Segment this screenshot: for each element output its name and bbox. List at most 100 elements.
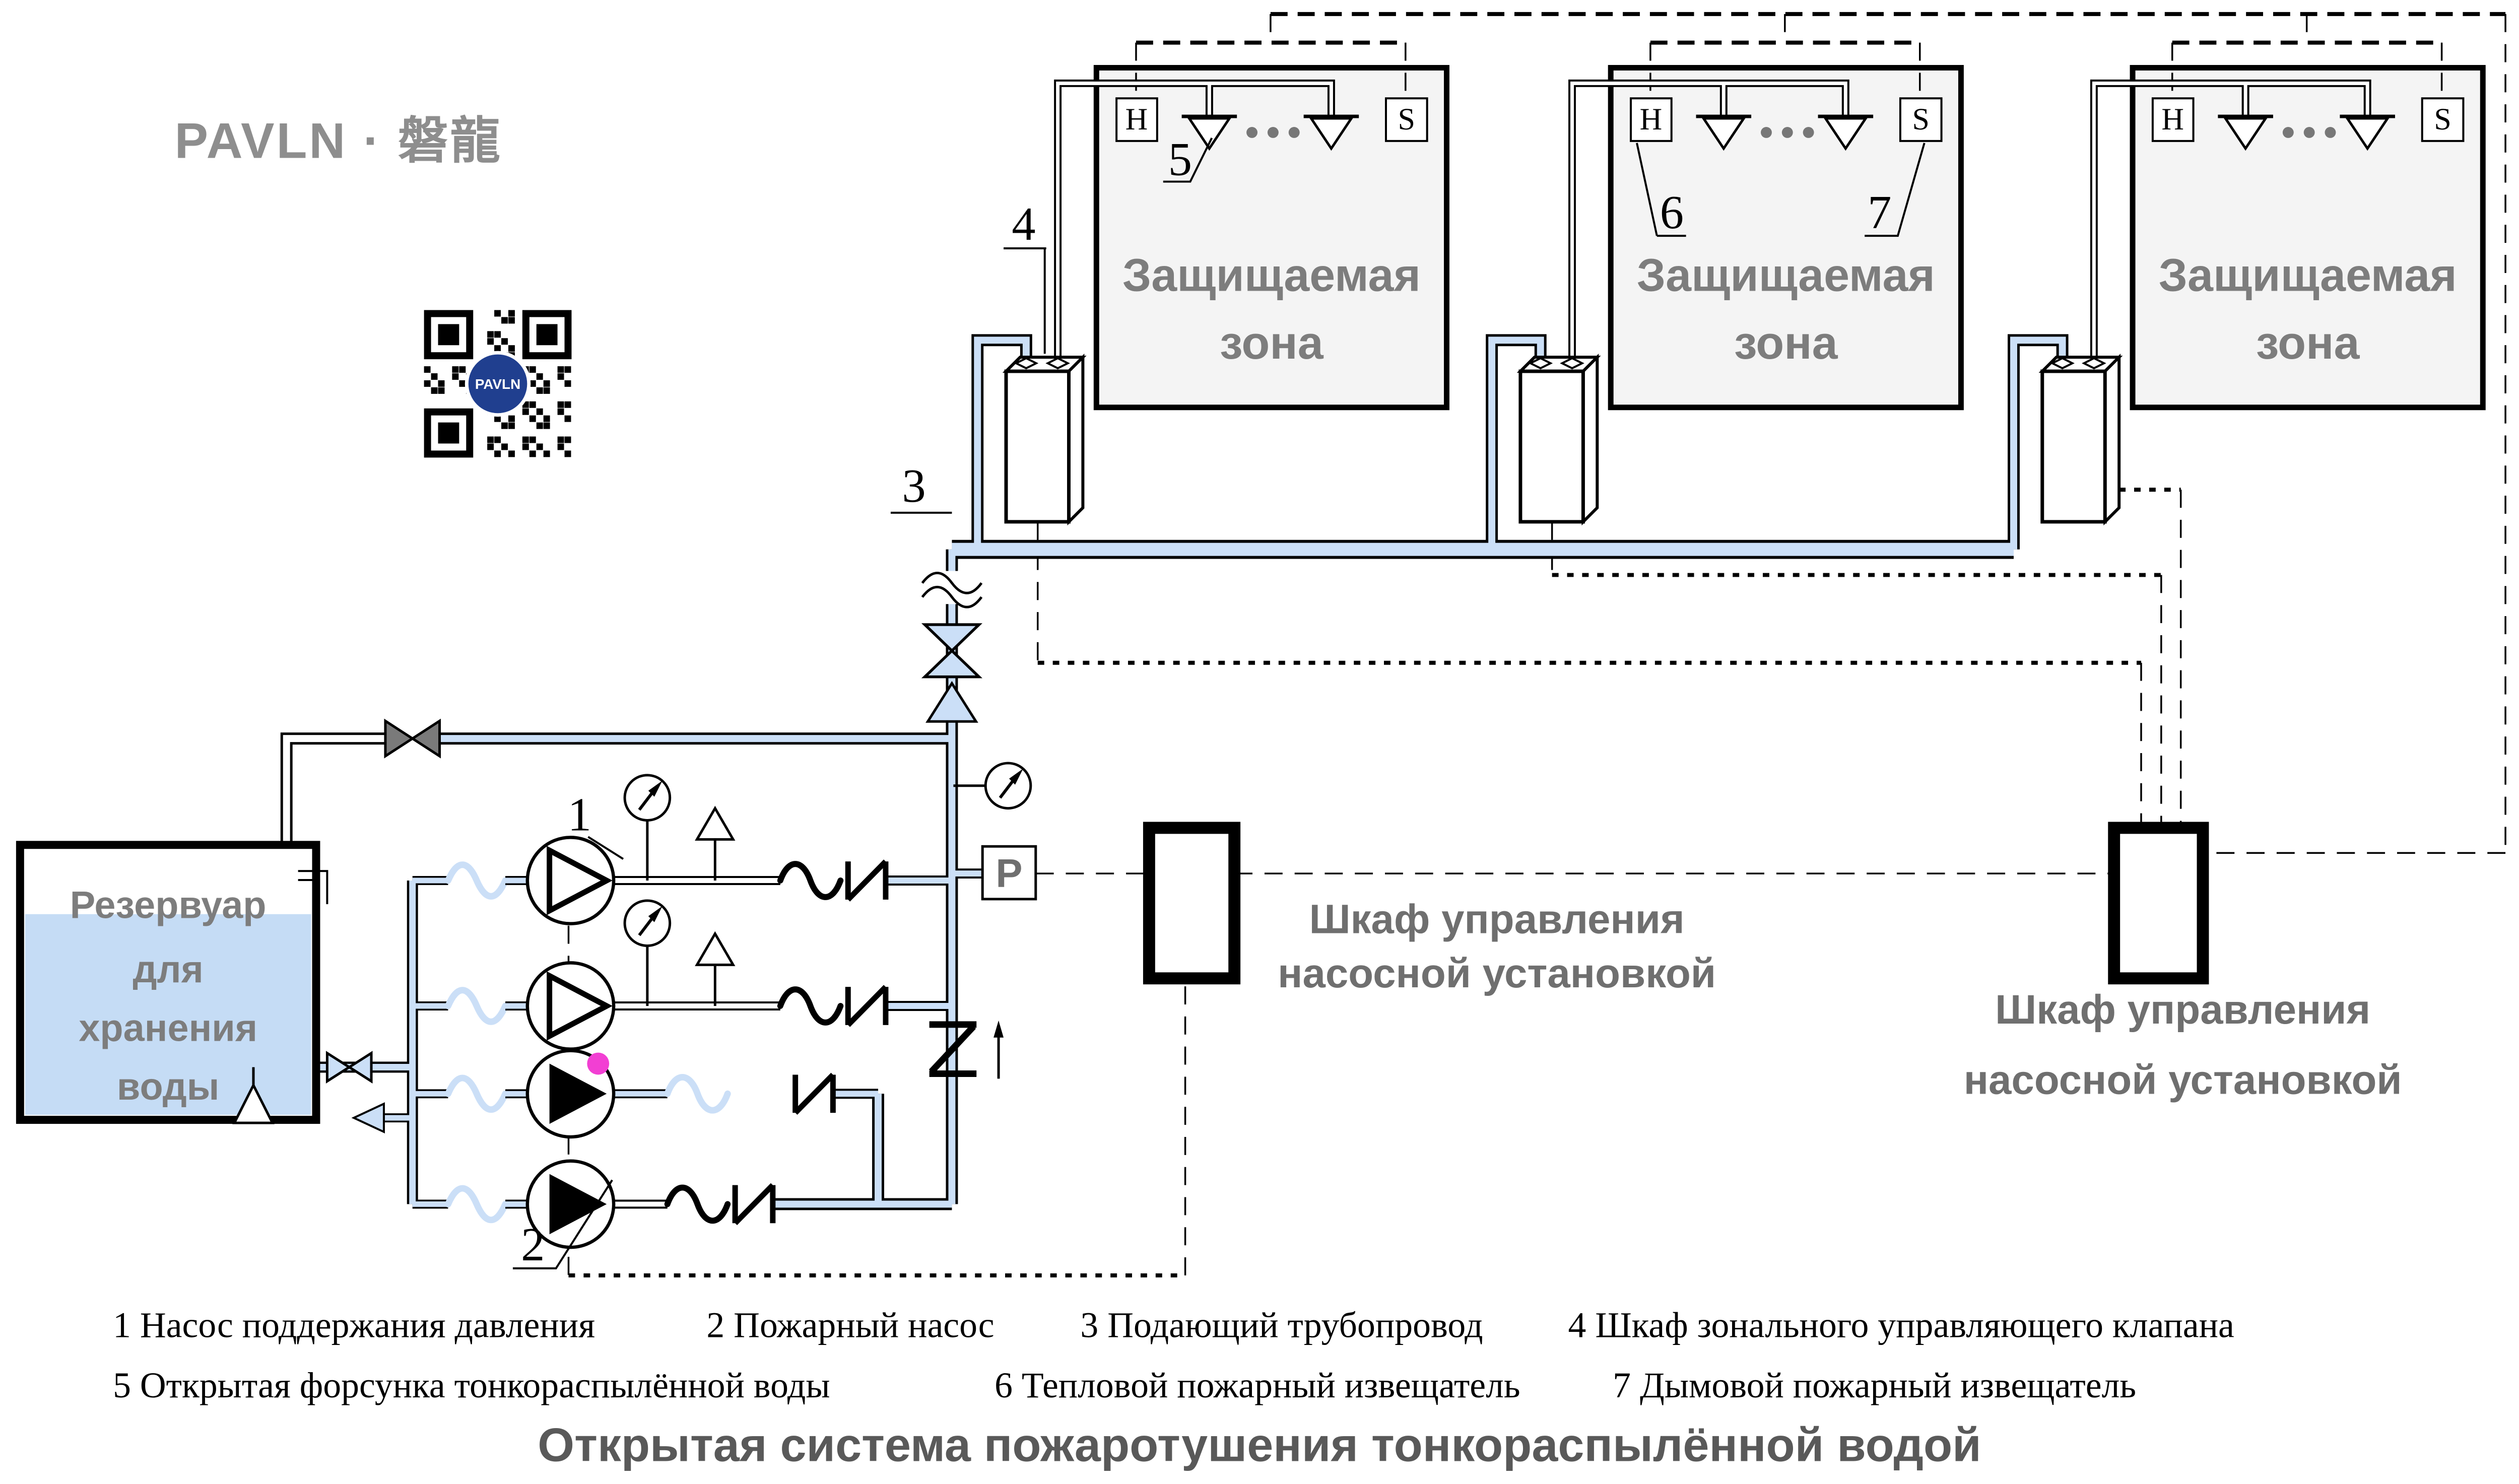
jockey-pump-2	[525, 961, 616, 1051]
butterfly-valve-icon	[921, 623, 983, 679]
smoke-detector-box-3	[2421, 97, 2465, 142]
ellipsis-dot	[2303, 126, 2315, 138]
check-valve-4	[664, 1183, 776, 1226]
pipe-break-icon	[921, 571, 983, 609]
diagram-title: Открытая система пожаротушения тонкорасп…	[538, 1418, 1981, 1471]
pump-1-gauge-icon	[623, 774, 672, 822]
zone-caption-line2: зона	[2256, 317, 2360, 369]
smoke-detector-box-1	[1385, 97, 1428, 142]
suction-strainer-icon	[232, 1082, 275, 1124]
reservoir-label-4: воды	[117, 1065, 219, 1108]
zone-valve-cabinet-3	[2038, 353, 2123, 526]
zone-valve-cabinet-2	[1516, 353, 1601, 526]
legend-item: 3 Подающий трубопровод	[1080, 1305, 1483, 1345]
water-reservoir	[16, 841, 328, 1124]
smoke-detector-box-2	[1899, 97, 1943, 142]
flex-hose-icon	[664, 1074, 731, 1114]
heat-detector-letter: H	[1640, 102, 1663, 137]
zone-caption-line1: Защищаемая	[1637, 250, 1935, 301]
equipment-symbol-layer: PAVLN	[16, 97, 2465, 1249]
smoke-detector-letter: S	[2434, 102, 2451, 137]
pump-2-gauge-icon	[623, 899, 672, 947]
pressure-switch-letter: P	[996, 851, 1022, 896]
check-valve-3	[792, 1072, 836, 1115]
pump-control-cabinet-left	[1143, 822, 1241, 985]
callout-2-leader	[512, 1179, 613, 1269]
smoke-detector-letter: S	[1912, 102, 1930, 137]
legend-item: 2 Пожарный насос	[706, 1305, 994, 1345]
control-wiring-layer	[567, 12, 2506, 1277]
pipe-core	[1056, 81, 1333, 360]
flow-direction-arrow-icon	[925, 681, 978, 723]
callout-2: 2	[521, 1219, 545, 1271]
zone-valve-cabinet-1	[1002, 353, 1087, 526]
inlet-hook-pipe	[298, 870, 328, 904]
callout-7: 7	[1868, 186, 1891, 239]
ellipsis-dot	[1246, 126, 1258, 138]
callout-1: 1	[568, 788, 591, 841]
test-drain-valve-icon	[929, 1020, 1004, 1079]
pressure-switch-box	[981, 845, 1037, 901]
brand-logo: PAVLN · 磐龍	[175, 113, 502, 169]
pipe-core	[1488, 336, 1544, 550]
mist-nozzle-icon	[2340, 114, 2395, 151]
smoke-detector-letter: S	[1398, 102, 1415, 137]
callout-4-leader	[1004, 247, 1046, 354]
suction-gate-valve-icon	[325, 1051, 373, 1084]
legend-item: 6 Тепловой пожарный извещатель	[995, 1365, 1520, 1405]
callout-4: 4	[1012, 198, 1035, 250]
callout-6-leader	[1636, 143, 1686, 237]
jockey-pump-1	[525, 836, 616, 925]
right-cabinet-caption-2: насосной установкой	[1964, 1057, 2402, 1103]
collector-pressure-gauge-icon	[984, 762, 1032, 810]
callout-5: 5	[1168, 133, 1192, 186]
pipe-core	[2092, 81, 2369, 360]
callout-7-leader	[1865, 143, 1926, 237]
right-cabinet-caption-1: Шкаф управления	[1995, 987, 2370, 1033]
test-line-gate-valve-icon	[384, 718, 441, 759]
mist-nozzle-icon	[1818, 114, 1874, 151]
ellipsis-dot	[2282, 126, 2294, 138]
flex-hose-icon	[444, 987, 509, 1025]
pipe-core	[974, 336, 1030, 550]
reservoir-label-1: Резервуар	[70, 884, 267, 927]
ellipsis-dot	[1267, 126, 1279, 138]
zone-caption-line1: Защищаемая	[2159, 250, 2457, 301]
left-cabinet-caption-2: насосной установкой	[1278, 951, 1716, 996]
left-cabinet-caption-1: Шкаф управления	[1309, 897, 1685, 942]
reservoir-label-3: хранения	[79, 1007, 257, 1050]
water-fill	[25, 914, 311, 1115]
fire-pump-4	[525, 1159, 616, 1249]
legend-item: 1 Насос поддержания давления	[113, 1305, 595, 1345]
heat-detector-letter: H	[2161, 102, 2184, 137]
pipe-core	[2010, 336, 2066, 550]
legend-item: 5 Открытая форсунка тонкораспылённой вод…	[113, 1365, 830, 1405]
ellipsis-dot	[1781, 126, 1793, 138]
heat-detector-letter: H	[1125, 102, 1148, 137]
check-valve-1	[777, 859, 889, 902]
pump-2-air-vent-icon	[695, 931, 736, 1006]
callout-5-leader	[1163, 138, 1213, 183]
flex-hose-icon	[444, 861, 509, 900]
qr-center-logo	[465, 351, 531, 417]
legend-item: 4 Шкаф зонального управляющего клапана	[1568, 1305, 2234, 1345]
qr-center-label: PAVLN	[475, 376, 520, 392]
heat-detector-box-2	[1630, 97, 1673, 142]
pump-control-cabinet-right	[2108, 822, 2209, 985]
flex-hose-icon	[444, 1074, 509, 1113]
status-indicator-dot	[587, 1052, 610, 1075]
ellipsis-dot	[1288, 126, 1300, 138]
reservoir-label-2: для	[133, 948, 204, 991]
zone-caption-line2: зона	[1220, 317, 1324, 369]
drain-arrow-icon	[351, 1102, 385, 1134]
pipe-core	[283, 735, 386, 845]
heat-detector-box-1	[1115, 97, 1158, 142]
mist-nozzle-icon	[1181, 114, 1237, 151]
pipe-core	[1570, 81, 1847, 360]
ellipsis-dot	[1761, 126, 1772, 138]
heat-detector-box-3	[2151, 97, 2195, 142]
mist-nozzle-icon	[1303, 114, 1359, 151]
ellipsis-dot	[2325, 126, 2336, 138]
